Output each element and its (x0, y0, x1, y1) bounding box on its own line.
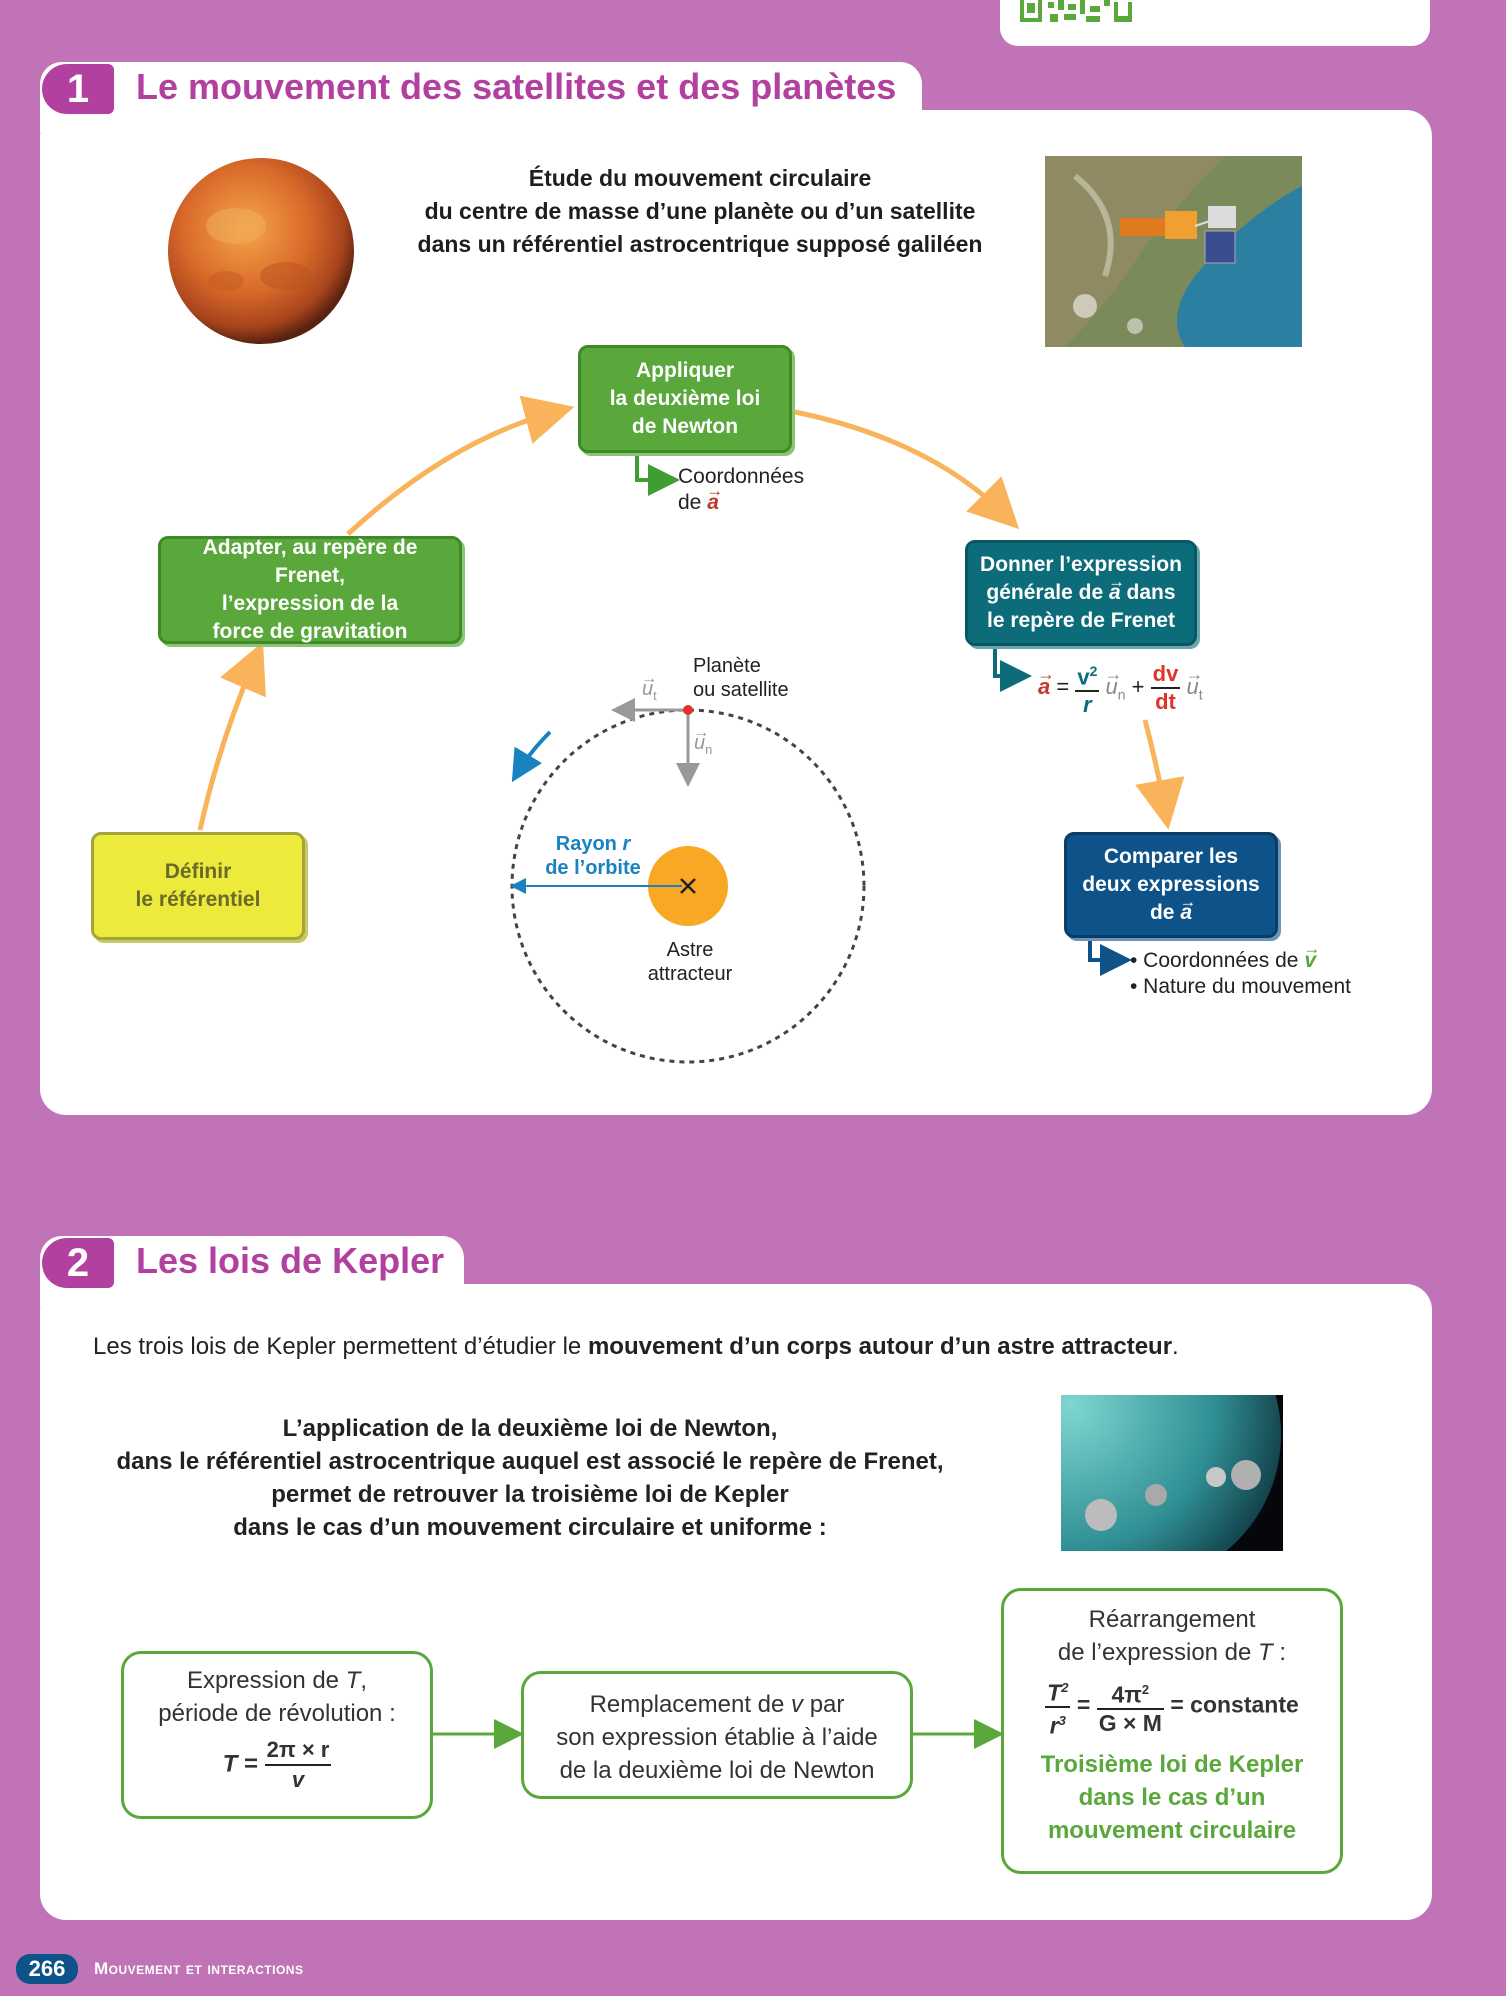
box-period-expression: Expression de T, période de révolution :… (121, 1651, 433, 1819)
box-replacement: Remplacement de v par son expression éta… (521, 1671, 913, 1799)
chapter-label: Mouvement et interactions (94, 1959, 303, 1979)
page-number: 266 (16, 1954, 78, 1984)
